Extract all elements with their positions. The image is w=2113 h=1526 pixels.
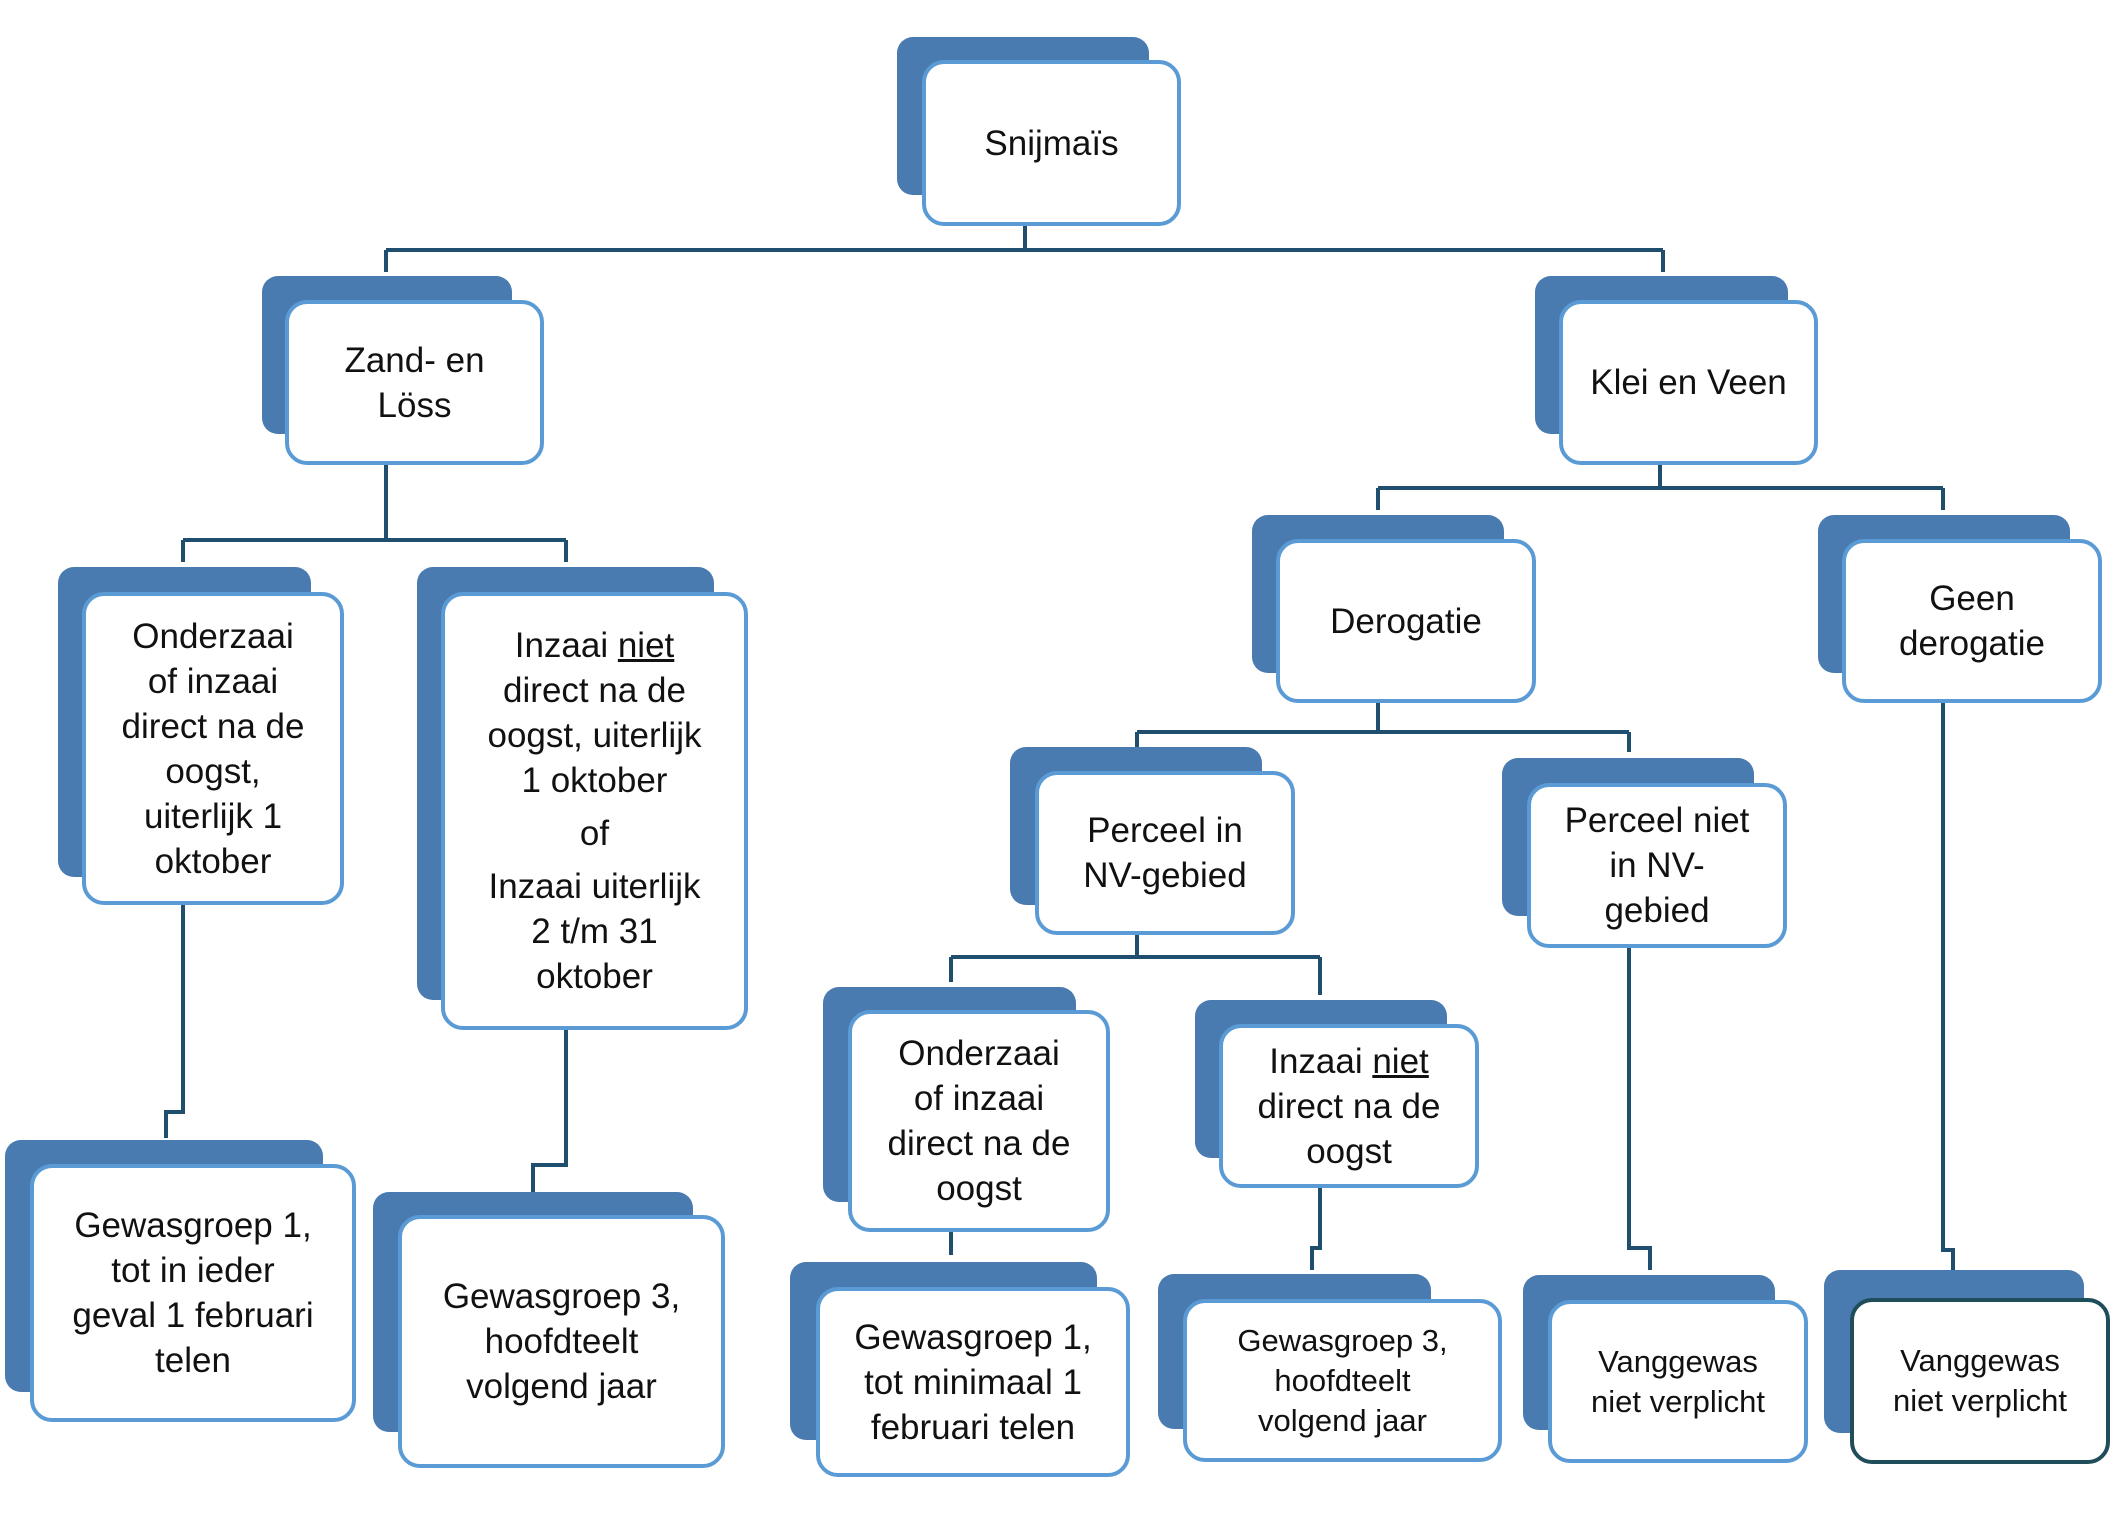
box-geen-derogatie: Geen derogatie [1842,539,2102,703]
text-prefix: Inzaai [1269,1041,1373,1081]
text-line: Derogatie [1330,601,1482,641]
box-derogatie: Derogatie [1276,539,1536,703]
text-line: niet verplicht [1892,1383,2068,1418]
text-underlined: niet [1372,1041,1429,1081]
text-line: direct na de [1257,1086,1441,1126]
text-line: gebied [1604,891,1710,930]
text-line: Onderzaai [898,1034,1060,1073]
box-vanggewas-geen-derogatie: Vanggewas niet verplicht [1850,1298,2110,1464]
text-line: Gewasgroep 3, [1237,1322,1448,1358]
connector-perceel-in [949,935,1322,995]
text-line: hoofdteelt [1274,1362,1411,1398]
box-inzaai-zand: Inzaai niet direct na de oogst, uiterlij… [441,592,748,1030]
text-line: Inzaai niet [1269,1039,1429,1084]
text-line: februari telen [870,1407,1076,1447]
box-inzaai-nv: Inzaai niet direct na de oogst [1219,1024,1479,1188]
text-line: 1 oktober [521,761,668,800]
text-line: 2 t/m 31 [531,912,658,951]
connector-geen-derogatie [1941,703,1955,1270]
text-line: Perceel niet [1564,801,1750,840]
box-gewasgroep-1-zand: Gewasgroep 1, tot in ieder geval 1 febru… [30,1164,356,1422]
text-line: Löss [377,385,452,425]
text-line: direct na de [503,671,686,710]
text-line: Vanggewas [1900,1343,2060,1378]
box-gewasgroep-1-nv: Gewasgroep 1, tot minimaal 1 februari te… [816,1287,1130,1477]
box-onderzaai-zand: Onderzaai of inzaai direct na de oogst, … [82,592,344,905]
text-line: direct na de [887,1124,1071,1163]
text-line: geval 1 februari [72,1296,314,1335]
box-snijmais: Snijmaïs [922,60,1181,226]
text-line: of inzaai [147,661,279,701]
text-line: telen [155,1341,231,1380]
text-line: Gewasgroep 3, [442,1277,681,1316]
box-perceel-niet-in-nv: Perceel niet in NV- gebied [1527,783,1787,948]
text-line: niet verplicht [1590,1383,1766,1419]
text-line: oogst [936,1169,1022,1208]
text-line: Gewasgroep 1, [74,1206,312,1245]
connector-root [384,226,1665,272]
connector-derogatie [1135,703,1631,752]
text-line: hoofdteelt [484,1322,639,1361]
text-prefix: Inzaai [514,626,618,665]
text-line: of inzaai [913,1079,1045,1118]
text-line: volgend jaar [1258,1402,1427,1438]
connector-inzaai2 [1310,1188,1322,1270]
text-line: Gewasgroep 1, [854,1317,1092,1357]
text-line: volgend jaar [466,1367,657,1406]
box-zand-en-loss: Zand- en Löss [285,300,544,465]
text-line: Vanggewas [1598,1343,1758,1379]
text-line: tot minimaal 1 [864,1362,1082,1402]
text-line: tot in ieder [111,1251,275,1290]
box-perceel-in-nv: Perceel in NV-gebied [1035,771,1295,935]
text-line: Inzaai niet [515,623,675,668]
text-line: Perceel in [1087,811,1243,850]
text-line: uiterlijk 1 [143,796,283,836]
connector-klei [1376,465,1945,510]
connector-inzaai1 [531,1030,568,1192]
text-line: Snijmaïs [984,123,1119,163]
box-onderzaai-nv: Onderzaai of inzaai direct na de oogst [848,1010,1110,1232]
text-separator: of [579,814,610,853]
text-line: Geen [1929,579,2015,618]
text-underlined: niet [617,626,675,665]
connector-zand [181,465,568,562]
text-line: oogst [1306,1131,1392,1171]
text-line: derogatie [1899,624,2045,663]
text-line: direct na de [121,706,305,746]
box-gewasgroep-3-zand: Gewasgroep 3, hoofdteelt volgend jaar [398,1215,725,1468]
box-gewasgroep-3-nv: Gewasgroep 3, hoofdteelt volgend jaar [1183,1299,1502,1462]
text-line: Klei en Veen [1590,363,1787,402]
text-line: NV-gebied [1083,856,1247,895]
text-line: oogst, uiterlijk [487,716,702,755]
connector-onderzaai1 [164,905,185,1138]
text-line: oktober [154,841,272,881]
text-line: in NV- [1609,846,1705,885]
text-line: oogst, [165,751,261,791]
box-vanggewas-perceel-niet: Vanggewas niet verplicht [1548,1300,1808,1463]
text-line: Zand- en [344,340,485,380]
connector-perceel-niet [1627,948,1652,1270]
text-line: Inzaai uiterlijk [488,867,701,906]
text-line: Onderzaai [132,616,294,656]
box-klei-en-veen: Klei en Veen [1559,300,1818,465]
text-line: oktober [536,957,653,996]
